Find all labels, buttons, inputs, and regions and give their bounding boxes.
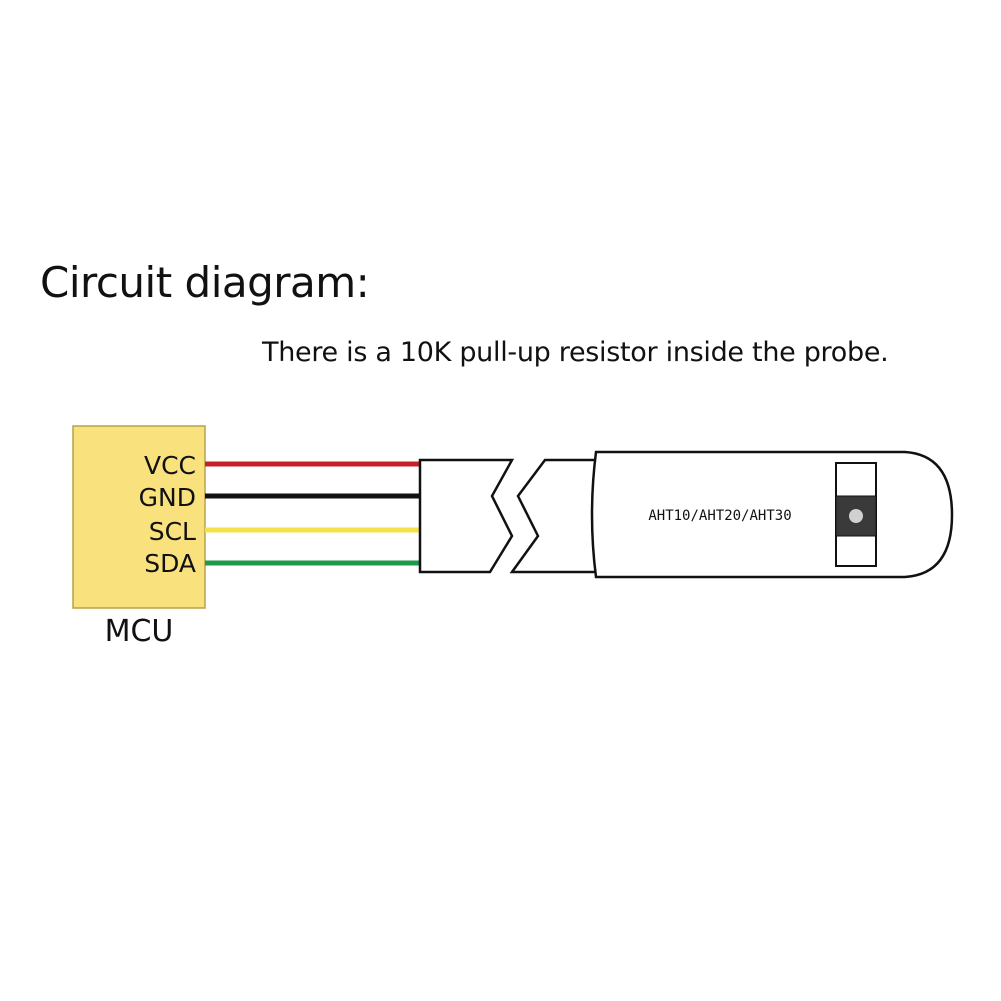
- pin-label-sda: SDA: [144, 549, 196, 578]
- cable-segment-right: [509, 458, 598, 574]
- pin-label-vcc: VCC: [144, 451, 196, 480]
- pull-up-note: There is a 10K pull-up resistor inside t…: [262, 337, 889, 368]
- sensor-dot: [849, 509, 863, 523]
- pin-label-scl: SCL: [149, 517, 196, 546]
- pin-label-gnd: GND: [139, 483, 196, 512]
- probe-model-label: AHT10/AHT20/AHT30: [648, 508, 791, 524]
- mcu-label: MCU: [105, 614, 174, 649]
- mcu-block: [72, 425, 206, 609]
- diagram-title: Circuit diagram:: [40, 258, 370, 307]
- cable-segment-left: [418, 458, 515, 574]
